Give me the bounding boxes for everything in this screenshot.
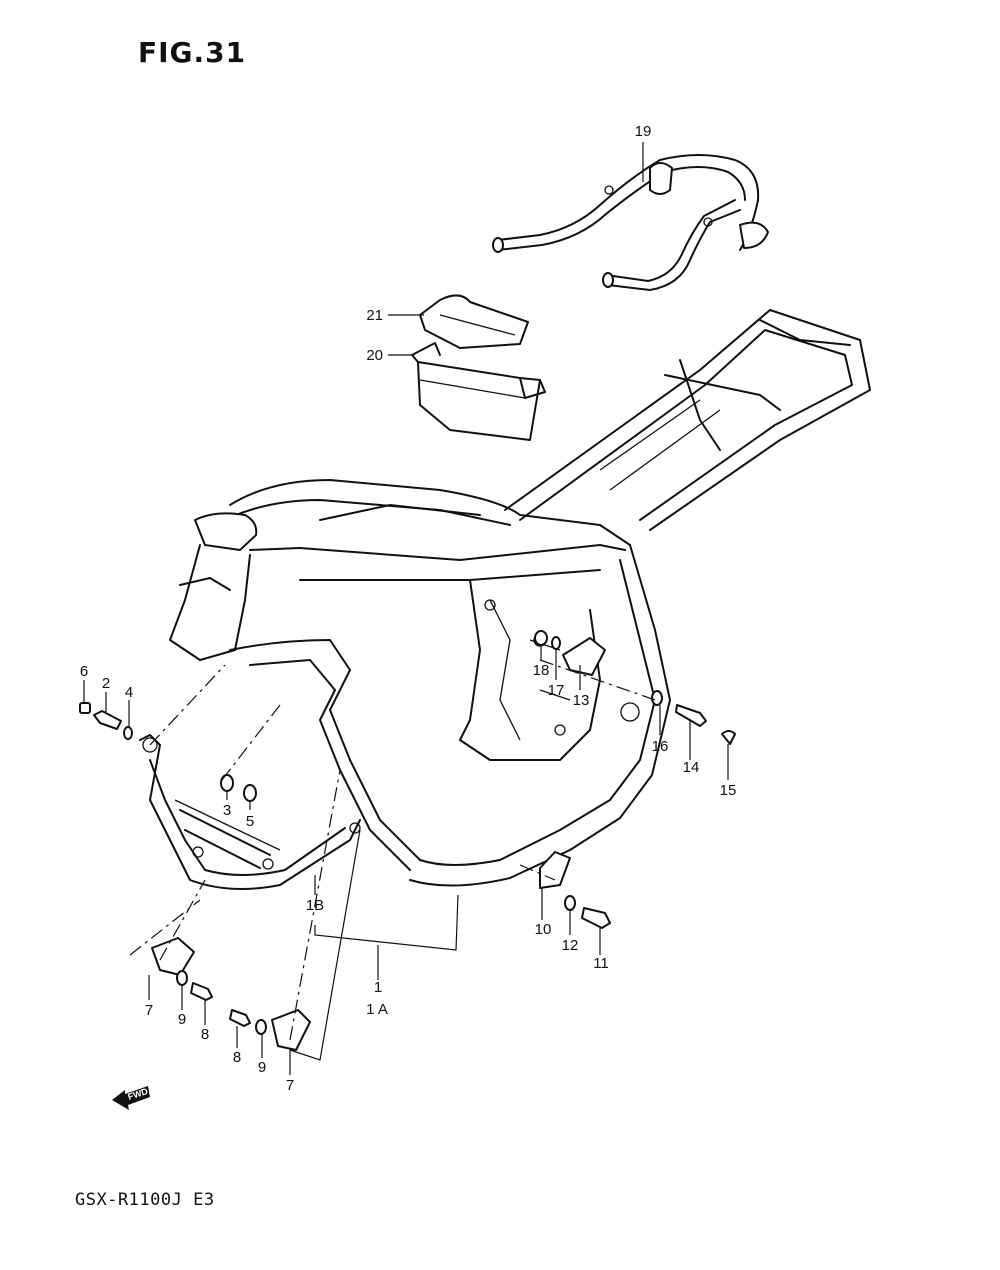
callout-7-left: 7 xyxy=(145,1002,153,1019)
part-4-washer xyxy=(123,726,133,740)
callout-2: 2 xyxy=(102,675,110,692)
assembly-lines xyxy=(129,659,656,1041)
part-12-washer xyxy=(564,895,576,911)
part-13-bracket xyxy=(562,637,606,676)
part-9-washer-right xyxy=(255,1019,267,1035)
part-11-bolt xyxy=(581,907,611,929)
fwd-arrow-icon: FWD xyxy=(112,1086,150,1110)
callout-21: 21 xyxy=(366,307,383,324)
callout-14: 14 xyxy=(683,759,700,776)
callout-7-right: 7 xyxy=(286,1077,294,1094)
part-7-bracket-left xyxy=(151,937,195,976)
callout-8-left: 8 xyxy=(201,1026,209,1043)
callout-4: 4 xyxy=(125,684,133,701)
callout-16: 16 xyxy=(652,738,669,755)
callout-6: 6 xyxy=(80,663,88,680)
part-1B-downtube xyxy=(139,734,361,890)
callout-3: 3 xyxy=(223,802,231,819)
part-21-tool-bag xyxy=(419,294,529,349)
part-17-washer xyxy=(551,636,561,650)
callout-20: 20 xyxy=(366,347,383,364)
part-18-nut xyxy=(534,630,548,646)
part-5-nut xyxy=(243,784,257,802)
hardware-parts xyxy=(79,630,736,1051)
callout-11: 11 xyxy=(593,955,609,972)
callout-9-left: 9 xyxy=(178,1011,186,1028)
leader-lines xyxy=(83,142,729,1075)
callout-18: 18 xyxy=(533,662,550,679)
callout-5: 5 xyxy=(246,813,254,830)
model-code: GSX-R1100J E3 xyxy=(75,1190,215,1210)
callout-15: 15 xyxy=(720,782,737,799)
callout-19: 19 xyxy=(635,123,652,140)
figure-title: FIG.31 xyxy=(138,36,247,69)
part-7-bracket-right xyxy=(271,1009,311,1051)
part-16-washer xyxy=(651,690,663,706)
callout-1A: 1 A xyxy=(366,1001,388,1018)
callout-12: 12 xyxy=(562,937,579,954)
part-9-washer-left xyxy=(176,970,188,986)
callout-1: 1 xyxy=(374,979,382,996)
part-8-bolt-left xyxy=(190,982,213,1001)
part-3-nut xyxy=(220,774,234,792)
callout-17: 17 xyxy=(548,682,565,699)
part-6-nut xyxy=(79,702,91,714)
part-10-bracket xyxy=(539,851,571,889)
part-8-bolt-right xyxy=(229,1009,251,1027)
callout-10: 10 xyxy=(535,921,552,938)
part-19-grab-rail xyxy=(492,154,769,291)
callout-1B: 1B xyxy=(306,897,324,914)
part-1-main-frame xyxy=(169,309,871,887)
callout-13: 13 xyxy=(573,692,590,709)
part-20-tool-tray xyxy=(411,342,546,441)
part-15-cap xyxy=(721,730,736,745)
part-14-bolt xyxy=(675,704,707,727)
callout-labels: 19 21 20 6 2 4 3 5 18 17 13 16 14 15 1B … xyxy=(80,123,737,1094)
callout-8-right: 8 xyxy=(233,1049,241,1066)
callout-9-right: 9 xyxy=(258,1059,266,1076)
part-2-bolt xyxy=(93,710,122,730)
